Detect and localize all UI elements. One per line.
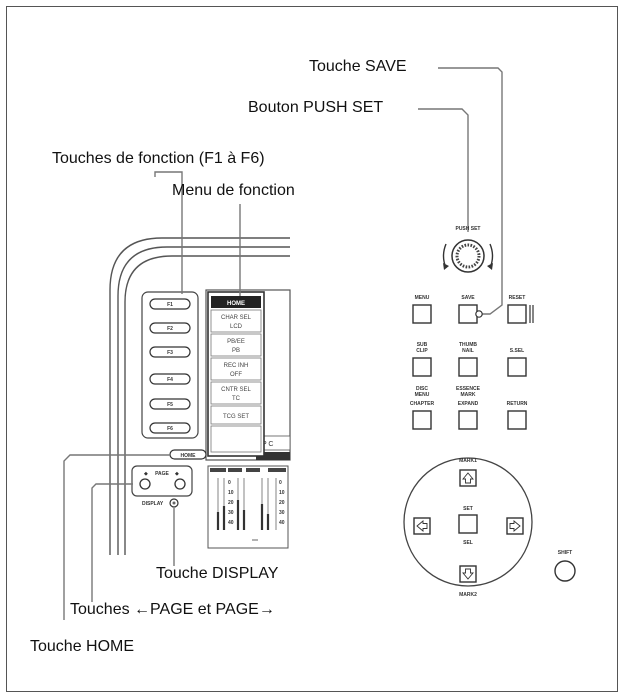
svg-text:F1: F1 [167,302,173,308]
shift-button[interactable] [554,560,576,582]
svg-text:SUB: SUB [417,342,428,348]
svg-text:10: 10 [279,490,285,496]
display-button[interactable] [169,498,179,508]
svg-text:RETURN: RETURN [507,401,528,407]
callout-display-key: Touche DISPLAY [156,565,279,582]
svg-text:CHAPTER: CHAPTER [410,401,435,407]
device-housing [109,237,290,555]
callout-save-key: Touche SAVE [309,58,407,75]
svg-text:10: 10 [228,490,234,496]
chapter-key[interactable] [412,410,432,430]
svg-text:◆: ◆ [144,471,148,477]
display-label: DISPLAY [142,501,164,507]
svg-text:F3: F3 [167,350,173,356]
menu-item-rec-inh-value: OFF [230,372,242,378]
s-sel-key[interactable] [507,357,527,377]
push-set-dial-label: PUSH SET [455,226,480,232]
svg-text:ESSENCE: ESSENCE [456,386,481,392]
function-key-f1[interactable]: F1 [149,298,191,310]
right-arrow-key[interactable] [506,517,524,535]
svg-text:EXPAND: EXPAND [458,401,479,407]
page-label: PAGE [155,471,169,477]
diagram-frame [6,6,618,692]
svg-text:S.SEL: S.SEL [510,348,524,354]
up-arrow-key[interactable] [459,469,477,487]
save-key-label: SAVE [461,295,475,301]
home-button[interactable]: HOME [169,449,207,460]
arrow-right-icon [509,520,521,532]
function-menu: HOME CHAR SEL LCD PB/EE PB REC INH OFF C… [207,291,265,457]
svg-text:HOME: HOME [181,453,197,459]
svg-text:20: 20 [228,500,234,506]
reset-key-label: RESET [509,295,526,301]
callout-push-set: Bouton PUSH SET [248,99,384,116]
function-key-f5[interactable]: F5 [149,398,191,410]
svg-text:0: 0 [279,480,282,486]
callout-function-keys: Touches de fonction (F1 à F6) [52,150,265,167]
menu-item-tcg-set: TCG SET [223,414,249,420]
svg-text:40: 40 [279,520,285,526]
svg-text:20: 20 [279,500,285,506]
arrow-up-icon [462,472,474,484]
level-meters: 0 10 20 30 40 0 10 20 30 40 [207,465,289,549]
menu-key[interactable] [412,304,432,324]
function-key-f4[interactable]: F4 [149,373,191,385]
menu-item-cntr-sel-value: TC [232,396,241,402]
down-arrow-key[interactable] [459,565,477,583]
left-arrow-key[interactable] [413,517,431,535]
svg-text:MENU: MENU [415,392,430,398]
svg-text:CLIP: CLIP [416,348,428,354]
svg-text:F2: F2 [167,326,173,332]
save-key[interactable] [458,304,483,324]
svg-text:◆: ◆ [175,471,179,477]
arrow-down-icon [462,568,474,580]
page-left-button[interactable] [139,478,151,490]
menu-item-char-sel: CHAR SEL [221,315,252,321]
svg-text:THUMB: THUMB [459,342,477,348]
callout-function-menu: Menu de fonction [172,182,295,199]
svg-text:NAIL: NAIL [462,348,474,354]
svg-text:F6: F6 [167,426,173,432]
menu-item-pb-ee-value: PB [232,348,240,354]
svg-text:MARK: MARK [461,392,476,398]
svg-text:0: 0 [228,480,231,486]
sub-clip-key[interactable] [412,357,432,377]
svg-text:30: 30 [279,510,285,516]
sel-label: SEL [463,540,473,546]
callout-leaders [63,67,503,620]
svg-text:40: 40 [228,520,234,526]
callout-page-keys: Touches ←PAGE et PAGE→ [70,601,275,618]
svg-text:30: 30 [228,510,234,516]
expand-key[interactable] [458,410,478,430]
menu-item-pb-ee: PB/EE [227,339,245,345]
set-label: SET [463,506,473,512]
set-key[interactable] [458,514,478,534]
mark2-label: MARK2 [459,592,477,598]
reset-key[interactable] [507,304,534,324]
return-key[interactable] [507,410,527,430]
svg-text:DISC: DISC [416,386,428,392]
thumbnail-key[interactable] [458,357,478,377]
menu-item-char-sel-value: LCD [230,324,243,330]
svg-text:F4: F4 [167,377,173,383]
function-key-f3[interactable]: F3 [149,346,191,358]
svg-text:F5: F5 [167,402,173,408]
mark1-label: MARK1 [459,458,477,464]
push-set-dial[interactable]: PUSH SET [442,226,494,273]
menu-item-cntr-sel: CNTR SEL [221,387,251,393]
function-key-column [141,291,199,439]
menu-key-label: MENU [415,295,430,301]
page-right-button[interactable] [174,478,186,490]
shift-label: SHIFT [558,550,572,556]
function-key-f6[interactable]: F6 [149,422,191,434]
callout-home-key: Touche HOME [30,638,135,655]
arrow-left-icon [416,520,428,532]
function-key-f2[interactable]: F2 [149,322,191,334]
lcd-tag: IP C [260,441,274,448]
menu-item-home: HOME [227,301,245,307]
menu-item-rec-inh: REC INH [224,363,249,369]
